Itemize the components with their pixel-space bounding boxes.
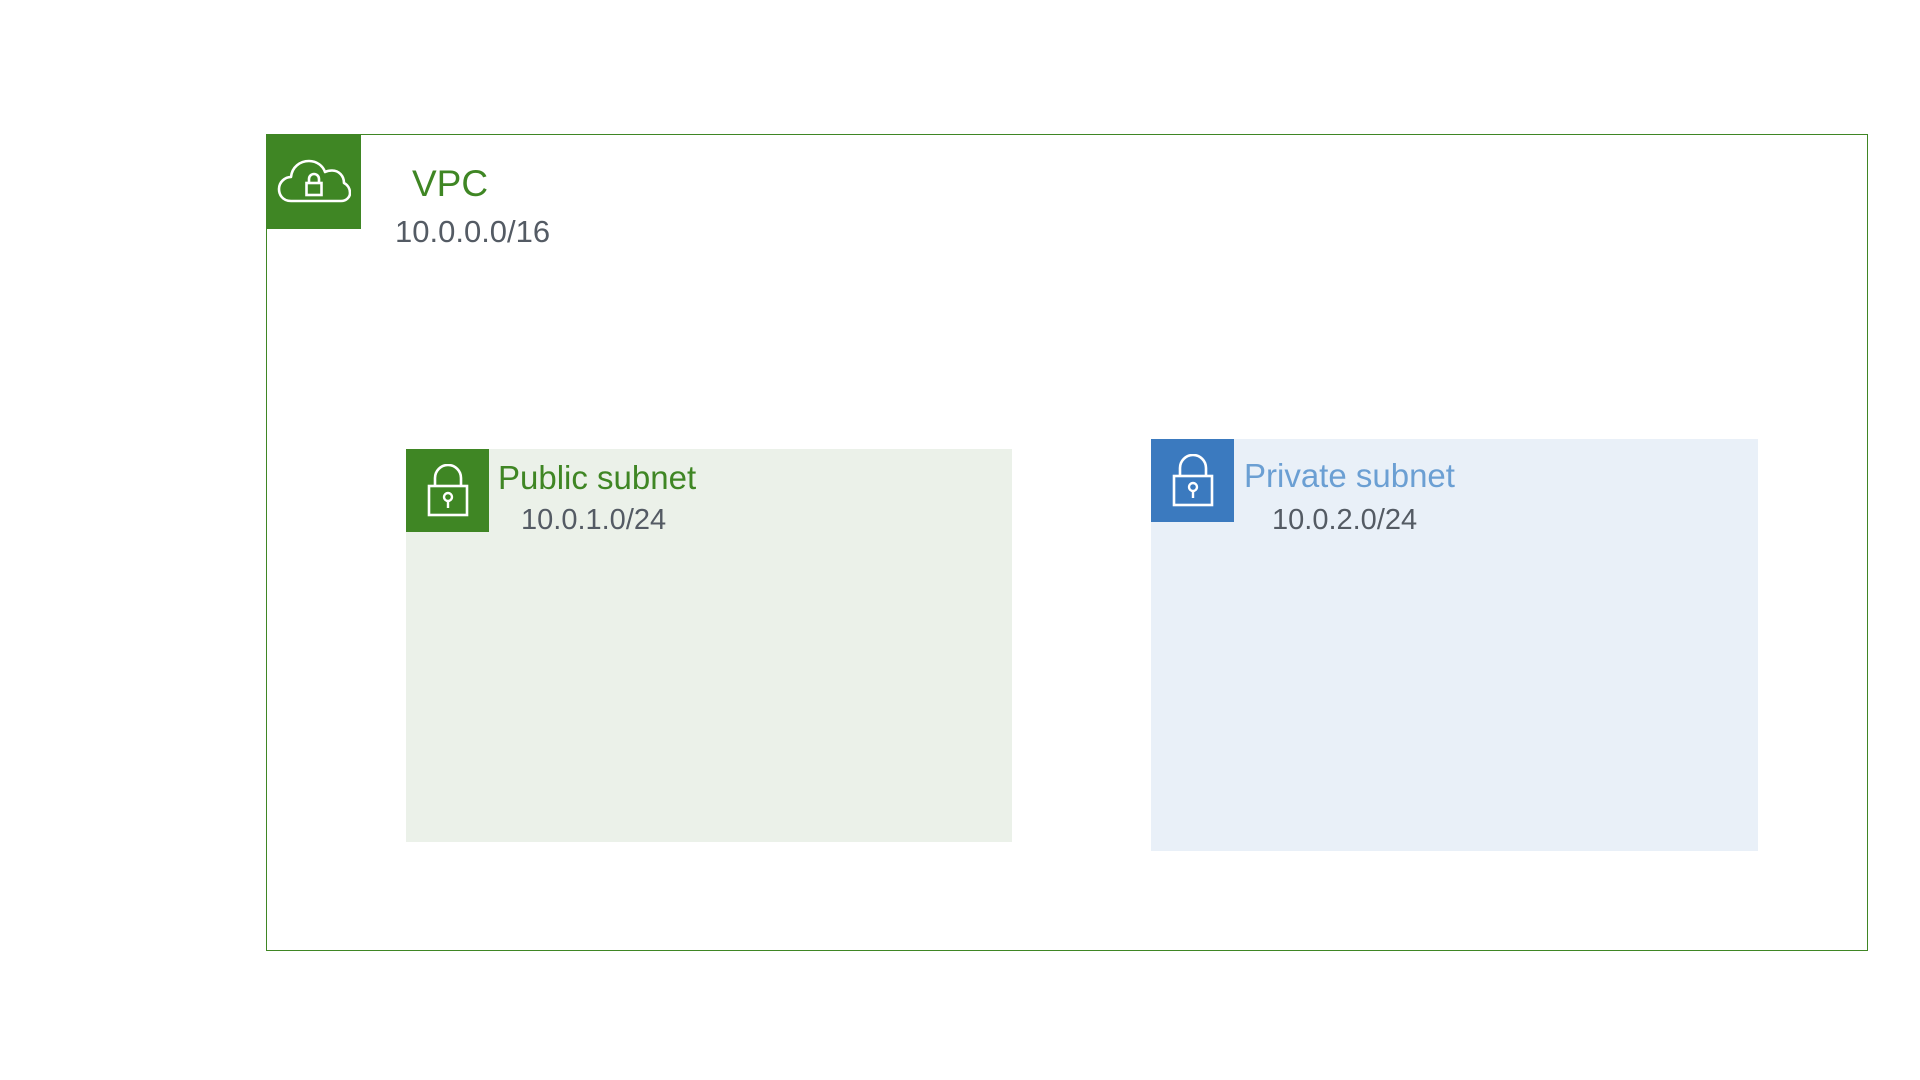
private-subnet-group[interactable]: Private subnet 10.0.2.0/24	[1151, 439, 1758, 851]
private-subnet-title: Private subnet	[1244, 457, 1455, 494]
vpc-cloud-lock-icon	[267, 135, 361, 229]
padlock-icon	[1151, 439, 1234, 522]
padlock-icon	[406, 449, 489, 532]
vpc-title: VPC	[412, 163, 489, 204]
public-subnet-group[interactable]: Public subnet 10.0.1.0/24	[406, 449, 1012, 842]
vpc-group[interactable]: VPC 10.0.0.0/16	[266, 134, 1868, 951]
vpc-cidr: 10.0.0.0/16	[395, 214, 551, 249]
private-subnet-cidr: 10.0.2.0/24	[1272, 504, 1418, 536]
public-subnet-title: Public subnet	[498, 459, 697, 496]
public-subnet-cidr: 10.0.1.0/24	[521, 504, 667, 536]
